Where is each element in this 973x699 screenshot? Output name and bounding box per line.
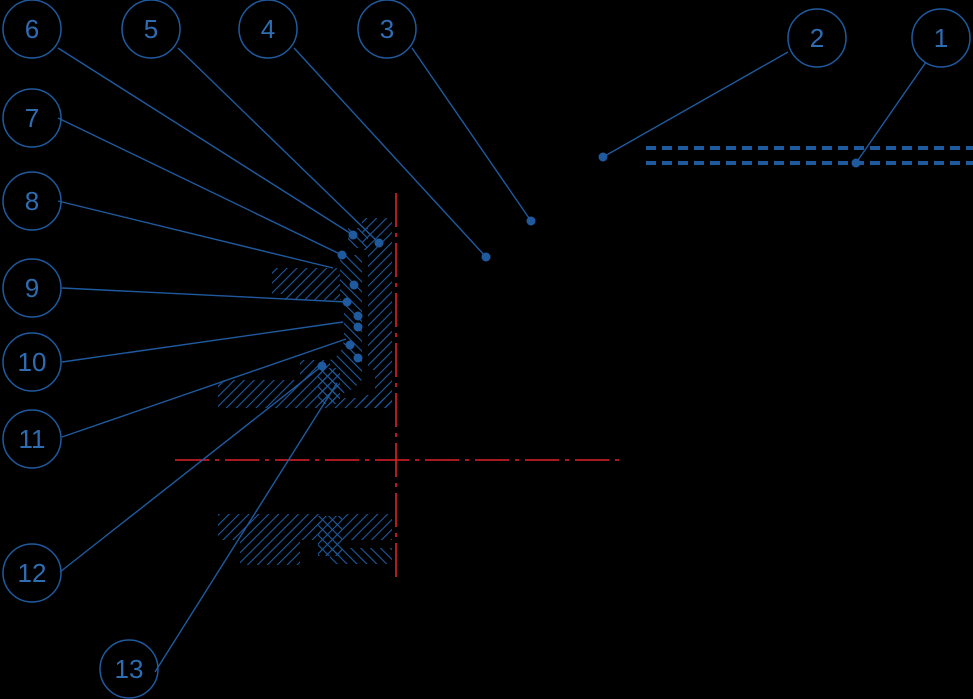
callout-9-label: 9 <box>25 273 39 303</box>
dot-7 <box>337 250 347 260</box>
callout-10-label: 10 <box>18 347 47 377</box>
callout-12-label: 12 <box>18 558 47 588</box>
centerlines <box>175 193 624 578</box>
shaft-block-lower <box>218 514 320 565</box>
dot-10b <box>353 322 363 332</box>
housing-lower <box>342 514 392 540</box>
callout-9: 9 <box>2 258 62 318</box>
dot-11 <box>345 340 355 350</box>
callout-1: 1 <box>911 8 971 68</box>
seal-lip-upper <box>272 268 340 300</box>
leader-lines <box>57 47 927 673</box>
callout-5: 5 <box>121 0 181 59</box>
dot-12 <box>317 361 327 371</box>
callout-3-label: 3 <box>380 14 394 44</box>
seal-lip-lower <box>330 548 392 564</box>
leader-7 <box>57 117 343 256</box>
callout-6: 6 <box>2 0 62 59</box>
leader-10 <box>61 321 344 363</box>
housing-upper <box>362 218 392 408</box>
callout-7-label: 7 <box>25 103 39 133</box>
callout-13: 13 <box>99 639 159 699</box>
shaft-block-upper <box>218 360 330 408</box>
callout-4-label: 4 <box>261 14 275 44</box>
leader-8 <box>57 200 334 269</box>
callout-2-label: 2 <box>810 23 824 53</box>
callout-2: 2 <box>787 8 847 68</box>
leader-12 <box>59 365 323 573</box>
callout-6-label: 6 <box>25 14 39 44</box>
dot-3 <box>526 216 536 226</box>
callout-4: 4 <box>238 0 298 59</box>
leader-11 <box>61 338 347 438</box>
leader-5 <box>177 47 380 244</box>
callout-12: 12 <box>2 543 62 603</box>
dot-5 <box>374 238 384 248</box>
dot-2 <box>598 152 608 162</box>
insert-upper-b <box>318 368 340 404</box>
dot-9 <box>342 297 352 307</box>
leader-4 <box>293 47 487 258</box>
callout-7: 7 <box>2 88 62 148</box>
callout-3: 3 <box>357 0 417 59</box>
dot-11b <box>353 353 363 363</box>
callout-1-label: 1 <box>934 23 948 53</box>
leader-2 <box>602 51 789 158</box>
dot-10a <box>353 311 363 321</box>
dot-1 <box>851 158 861 168</box>
leader-1 <box>855 61 927 164</box>
dot-6 <box>348 230 358 240</box>
leader-9 <box>61 287 348 303</box>
callout-8: 8 <box>2 171 62 231</box>
callout-11: 11 <box>2 409 62 469</box>
callout-5-label: 5 <box>144 14 158 44</box>
bottom-strip-upper <box>330 398 392 408</box>
leader-6 <box>57 47 354 236</box>
callout-10: 10 <box>2 332 62 392</box>
dot-4 <box>481 252 491 262</box>
leader-dots <box>317 152 861 371</box>
callout-13-label: 13 <box>115 654 144 684</box>
dot-8 <box>349 280 359 290</box>
leader-13 <box>154 382 338 673</box>
lower-section <box>218 514 392 565</box>
callout-8-label: 8 <box>25 186 39 216</box>
top-band <box>646 146 973 165</box>
leader-3 <box>411 47 532 222</box>
callout-11-label: 11 <box>19 424 46 454</box>
